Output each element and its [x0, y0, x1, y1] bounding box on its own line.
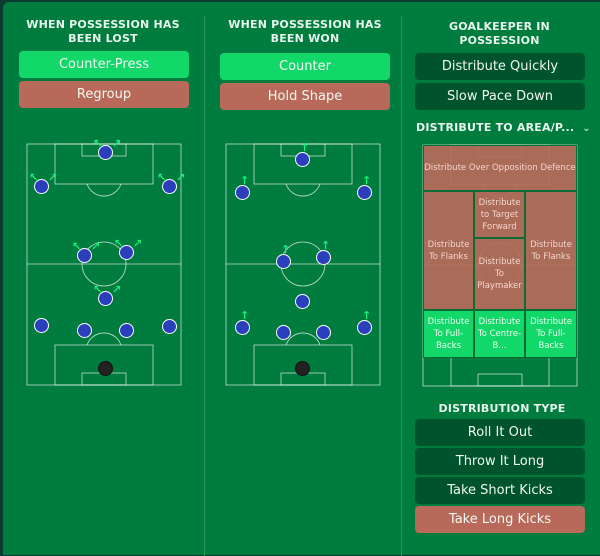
zone-playmaker[interactable]: Distribute To Playmaker — [474, 238, 525, 310]
divider — [204, 16, 205, 556]
goalkeeper-marker[interactable] — [98, 361, 113, 376]
pitch-lost: ↖ ↗ ↖ ↗ ↖ ↗ ↖ ↗ ↖ ↗ ↖ ↗ — [24, 137, 186, 387]
distribution-zones-pitch: Distribute Over Opposition Defence Distr… — [420, 143, 580, 388]
zone-full-backs-right[interactable]: Distribute To Full-Backs — [525, 310, 577, 358]
divider — [401, 16, 402, 556]
forward-arrow-icon: ↑ — [362, 174, 372, 187]
take-short-kicks-button[interactable]: Take Short Kicks — [415, 477, 585, 504]
zone-flank-right[interactable]: Distribute To Flanks — [525, 191, 577, 310]
distribute-quickly-button[interactable]: Distribute Quickly — [415, 53, 585, 80]
counter-button[interactable]: Counter — [220, 53, 390, 80]
player-marker[interactable] — [235, 185, 250, 200]
throw-it-long-button[interactable]: Throw It Long — [415, 448, 585, 475]
run-arrow-icon: ↖ — [114, 237, 124, 250]
forward-arrow-icon: ↑ — [240, 309, 250, 322]
regroup-button[interactable]: Regroup — [19, 81, 189, 108]
zone-over-defence[interactable]: Distribute Over Opposition Defence — [423, 145, 577, 191]
run-arrow-icon: ↖ — [72, 240, 82, 253]
run-arrow-icon: ↗ — [112, 137, 122, 150]
player-marker[interactable] — [119, 323, 134, 338]
player-marker[interactable] — [357, 185, 372, 200]
player-marker[interactable] — [295, 152, 310, 167]
zone-flank-left[interactable]: Distribute To Flanks — [423, 191, 474, 310]
distribution-type-heading: DISTRIBUTION TYPE — [438, 402, 566, 415]
counter-press-button[interactable]: Counter-Press — [19, 51, 189, 78]
pitch-won: ↑ ↑ ↑ ↑ ↑ ↑ ↑ — [223, 142, 383, 387]
forward-arrow-icon: ↑ — [321, 239, 331, 252]
forward-arrow-icon: ↑ — [240, 174, 250, 187]
roll-it-out-button[interactable]: Roll It Out — [415, 419, 585, 446]
goalkeeper-marker[interactable] — [295, 361, 310, 376]
forward-arrow-icon: ↑ — [300, 141, 310, 154]
run-arrow-icon: ↖ — [93, 137, 103, 150]
slow-pace-down-button[interactable]: Slow Pace Down — [415, 83, 585, 110]
forward-arrow-icon: ↑ — [362, 309, 372, 322]
player-marker[interactable] — [235, 320, 250, 335]
player-marker[interactable] — [98, 145, 113, 160]
possession-won-heading: WHEN POSSESSION HAS BEEN WON — [228, 18, 382, 45]
possession-lost-column: WHEN POSSESSION HAS BEEN LOST Counter-Pr… — [3, 2, 203, 555]
player-marker[interactable] — [276, 325, 291, 340]
player-marker[interactable] — [162, 319, 177, 334]
team-instructions-panel: WHEN POSSESSION HAS BEEN LOST Counter-Pr… — [3, 2, 600, 556]
distribute-area-dropdown[interactable]: DISTRIBUTE TO AREA/P... ⌄ — [416, 121, 591, 135]
player-marker[interactable] — [295, 294, 310, 309]
run-arrow-icon: ↗ — [48, 171, 58, 184]
forward-arrow-icon: ↑ — [281, 243, 291, 256]
run-arrow-icon: ↖ — [93, 283, 103, 296]
zone-target-forward[interactable]: Distribute to Target Forward — [474, 191, 525, 238]
run-arrow-icon: ↗ — [112, 283, 122, 296]
pitch-markings — [26, 143, 182, 386]
distribute-area-label: DISTRIBUTE TO AREA/P... — [416, 121, 575, 134]
player-marker[interactable] — [77, 248, 92, 263]
run-arrow-icon: ↖ — [29, 171, 39, 184]
player-marker[interactable] — [34, 179, 49, 194]
zone-full-backs-left[interactable]: Distribute To Full-Backs — [423, 310, 474, 358]
player-marker[interactable] — [34, 318, 49, 333]
take-long-kicks-button[interactable]: Take Long Kicks — [415, 506, 585, 533]
goalkeeper-column: GOALKEEPER IN POSSESSION Distribute Quic… — [402, 2, 600, 555]
possession-won-column: WHEN POSSESSION HAS BEEN WON Counter Hol… — [205, 2, 402, 555]
possession-lost-heading: WHEN POSSESSION HAS BEEN LOST — [26, 18, 180, 45]
run-arrow-icon: ↖ — [157, 171, 167, 184]
chevron-down-icon: ⌄ — [582, 122, 591, 134]
player-marker[interactable] — [316, 250, 331, 265]
goalkeeper-heading: GOALKEEPER IN POSSESSION — [449, 20, 550, 47]
player-marker[interactable] — [77, 323, 92, 338]
player-marker[interactable] — [276, 254, 291, 269]
run-arrow-icon: ↗ — [91, 240, 101, 253]
hold-shape-button[interactable]: Hold Shape — [220, 83, 390, 110]
player-marker[interactable] — [316, 325, 331, 340]
player-marker[interactable] — [162, 179, 177, 194]
player-marker[interactable] — [357, 320, 372, 335]
zone-centre-backs[interactable]: Distribute To Centre-B... — [474, 310, 525, 358]
run-arrow-icon: ↗ — [176, 171, 186, 184]
player-marker[interactable] — [119, 245, 134, 260]
player-marker[interactable] — [98, 291, 113, 306]
run-arrow-icon: ↗ — [133, 237, 143, 250]
